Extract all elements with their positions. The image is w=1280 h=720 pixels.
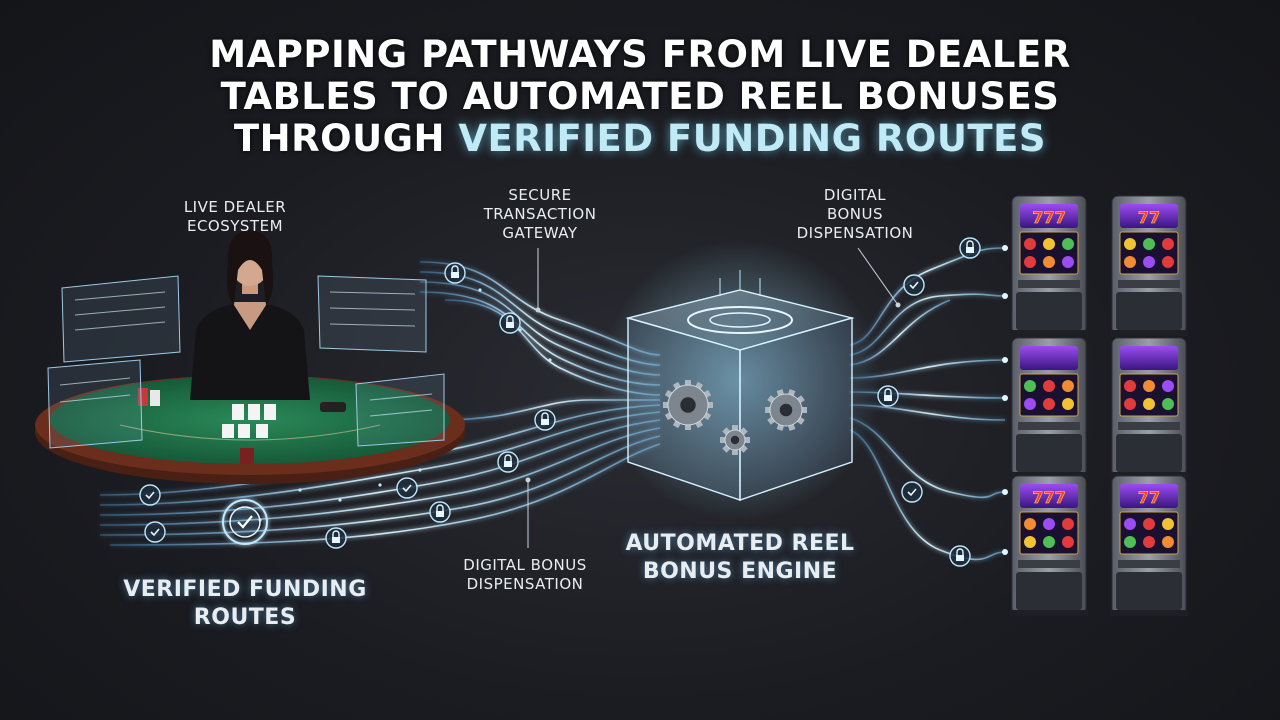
gear-icon: [663, 380, 713, 430]
gateway-label-line2: TRANSACTION: [483, 205, 597, 223]
live-dealer-label-line2: ECOSYSTEM: [186, 217, 284, 235]
bonus-engine-cube: [600, 240, 880, 520]
engine-label: AUTOMATED REEL BONUS ENGINE: [600, 530, 880, 586]
lock-icon: [325, 527, 347, 549]
funding-label-line1: VERIFIED FUNDING: [123, 577, 367, 602]
live-dealer-label-line1: LIVE DEALER: [183, 198, 287, 216]
check-icon: [396, 477, 418, 499]
gateway-label: SECURE TRANSACTION GATEWAY: [455, 186, 625, 243]
title-line-1: MAPPING PATHWAYS FROM LIVE DEALER: [209, 33, 1071, 76]
title-highlight: VERIFIED FUNDING ROUTES: [458, 117, 1047, 160]
gear-icons: [663, 380, 807, 455]
flow-endpoints-right: [1002, 245, 1008, 555]
engine-label-line1: AUTOMATED REEL: [625, 531, 855, 556]
lock-icon: [959, 237, 981, 259]
slot-machine: 777: [1010, 195, 1088, 336]
live-dealer-table: [35, 375, 465, 484]
dispensation-bottom-line1: DIGITAL BONUS: [463, 556, 587, 574]
dispensation-top-label: DIGITAL BONUS DISPENSATION: [770, 186, 940, 243]
lock-icon: [429, 501, 451, 523]
lock-icon: [499, 312, 521, 334]
slot-machine: 77: [1110, 195, 1188, 336]
gear-icon: [765, 389, 807, 431]
slot-display-text: 777: [1032, 208, 1065, 227]
holo-panel-lines: [59, 291, 433, 417]
check-icon: [139, 484, 161, 506]
dispensation-bottom-line2: DISPENSATION: [466, 575, 584, 593]
dispensation-top-line2: BONUS: [826, 205, 884, 223]
title-line-2: TABLES TO AUTOMATED REEL BONUSES: [220, 75, 1060, 118]
lock-icon: [444, 262, 466, 284]
title-line-3: THROUGH VERIFIED FUNDING ROUTES: [0, 118, 1280, 160]
gateway-label-line1: SECURE: [508, 186, 572, 204]
slot-display-text: 77: [1138, 488, 1160, 507]
slot-machine: [1010, 337, 1088, 478]
slot-display-text: 777: [1032, 488, 1065, 507]
gear-icon: [720, 425, 750, 455]
funding-label: VERIFIED FUNDING ROUTES: [100, 576, 390, 632]
slot-machine: 77: [1110, 475, 1188, 616]
check-icon: [903, 274, 925, 296]
dispensation-top-line1: DIGITAL: [823, 186, 887, 204]
live-dealer-label: LIVE DEALER ECOSYSTEM: [150, 198, 320, 236]
lock-icon: [497, 451, 519, 473]
page-title: MAPPING PATHWAYS FROM LIVE DEALER TABLES…: [0, 34, 1280, 160]
slot-machine: [1110, 337, 1188, 478]
slot-display-text: 77: [1138, 208, 1160, 227]
slot-machine: 777: [1010, 475, 1088, 616]
check-icon: [901, 481, 923, 503]
funding-ring: [222, 499, 268, 545]
playing-cards: [222, 404, 276, 438]
lock-icon: [877, 385, 899, 407]
badge-layer: [139, 237, 981, 567]
dispensation-bottom-label: DIGITAL BONUS DISPENSATION: [430, 556, 620, 594]
check-icon: [144, 521, 166, 543]
holo-panels: [47, 275, 445, 449]
lock-icon: [949, 545, 971, 567]
engine-label-line2: BONUS ENGINE: [642, 559, 838, 584]
lock-icon: [534, 409, 556, 431]
gateway-label-line3: GATEWAY: [502, 224, 578, 242]
label-pointers: [525, 247, 901, 548]
chip-stacks: [138, 388, 346, 464]
dealer-figure: [190, 230, 310, 400]
dispensation-top-line3: DISPENSATION: [796, 224, 914, 242]
title-line-3-prefix: THROUGH: [233, 117, 459, 160]
funding-label-line2: ROUTES: [193, 605, 297, 630]
